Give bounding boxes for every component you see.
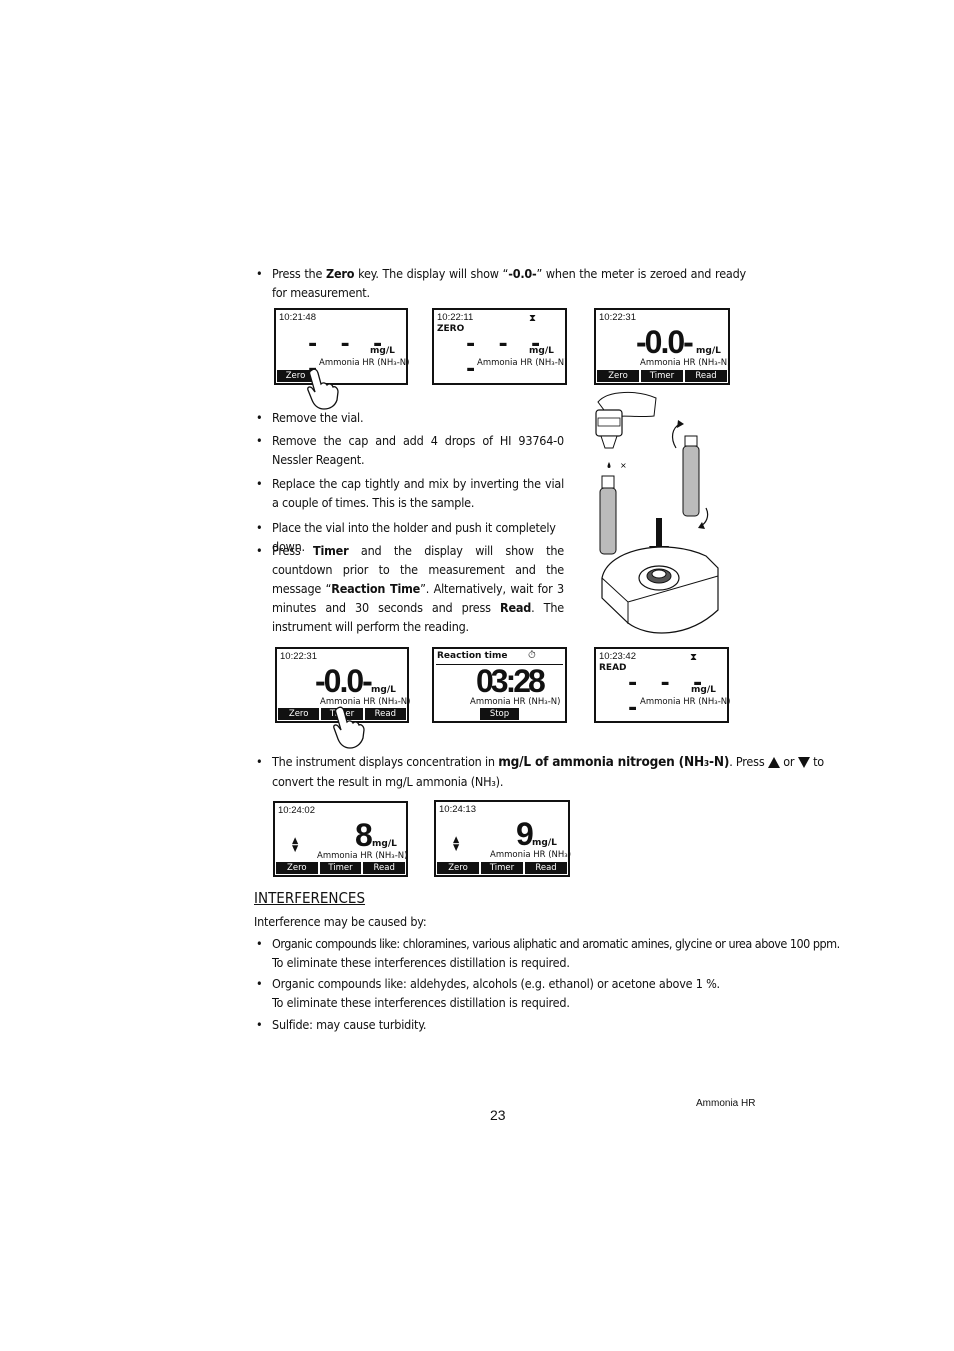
lcd-screen-5: Reaction time ⏱ 03:28 Ammonia HR (NH₃-N)… <box>432 647 567 723</box>
countdown: 03:28 <box>476 663 546 699</box>
lcd-unit: mg/L <box>529 346 554 356</box>
lcd-reading: -0.0- <box>636 324 694 360</box>
read-key[interactable]: Read <box>525 862 567 874</box>
lcd-status: READ <box>599 663 627 673</box>
lcd-reading: 9 <box>516 816 534 852</box>
lcd-time: 10:22:31 <box>599 312 636 323</box>
up-arrow-icon <box>767 757 780 768</box>
up-down-arrows-icon: ▲▼ <box>292 836 299 854</box>
lcd-reading: - - - - <box>626 671 708 721</box>
zero-key[interactable]: Zero <box>597 370 639 382</box>
interference-item: Organic compounds like: aldehydes, alcoh… <box>256 974 746 1012</box>
lcd-screen-1: 10:21:48 - - - - mg/L Ammonia HR (NH₃-N)… <box>274 308 410 385</box>
interference-item: Organic compounds like: chloramines, var… <box>256 934 840 972</box>
zero-key[interactable]: Zero <box>277 370 314 382</box>
page-number: 23 <box>490 1107 506 1123</box>
lcd-screen-6: 10:23:42 ⧗ READ - - - - mg/L Ammonia HR … <box>594 647 731 723</box>
lcd-method: Ammonia HR (NH₃-N) <box>317 851 408 861</box>
lcd-unit: mg/L <box>691 685 716 695</box>
lcd-method: Ammonia HR (NH₃-N) <box>477 358 568 368</box>
lcd-screen-8: 10:24:13 ▲▼ 9 mg/L Ammonia HR (NH₃) Zero… <box>434 800 572 877</box>
interferences-heading: INTERFERENCES <box>254 889 366 907</box>
lcd-time: 10:22:31 <box>280 651 317 662</box>
lcd-method: Ammonia HR (NH₃) <box>490 850 572 860</box>
lcd-unit: mg/L <box>696 346 721 356</box>
lcd-unit: mg/L <box>370 346 395 356</box>
lcd-reading: 8 <box>355 817 373 853</box>
down-arrow-icon <box>797 757 810 768</box>
reaction-time-title: Reaction time <box>437 651 508 661</box>
intro-paragraph: Press the Zero key. The display will sho… <box>256 264 746 302</box>
lcd-screen-7: 10:24:02 ▲▼ 8 mg/L Ammonia HR (NH₃-N) Ze… <box>273 801 408 877</box>
timer-key[interactable]: Timer <box>481 862 523 874</box>
lcd-time: 10:22:11 <box>437 312 474 323</box>
svg-text:×: × <box>620 461 627 470</box>
zero-key[interactable]: Zero <box>278 708 320 720</box>
hourglass-icon: ⧗ <box>529 313 537 324</box>
stopwatch-icon: ⏱ <box>528 650 536 661</box>
read-key[interactable]: Read <box>364 708 406 720</box>
interferences-intro: Interference may be caused by: <box>254 914 427 929</box>
read-key[interactable]: Read <box>685 370 727 382</box>
hourglass-icon: ⧗ <box>690 652 698 663</box>
lcd-method: Ammonia HR (NH₃-N) <box>640 358 731 368</box>
section-label: Ammonia HR <box>696 1098 756 1109</box>
pointing-hand-icon <box>333 706 365 749</box>
lcd-method: Ammonia HR (NH₃-N) <box>319 358 410 368</box>
step-remove-vial: Remove the vial. <box>256 408 564 427</box>
lcd-reading: -0.0- <box>315 663 373 699</box>
interference-item: Sulfide: may cause turbidity. <box>256 1015 746 1034</box>
lcd-reading: - - - - <box>464 332 546 382</box>
lcd-unit: mg/L <box>371 685 396 695</box>
timer-key[interactable]: Timer <box>319 862 362 874</box>
lcd-unit: mg/L <box>532 838 557 848</box>
lcd-screen-3: 10:22:31 -0.0- mg/L Ammonia HR (NH₃-N) Z… <box>594 308 730 385</box>
read-key[interactable]: Read <box>363 862 406 874</box>
result-paragraph: The instrument displays concentration in… <box>256 752 824 791</box>
vial-procedure-illustration: × <box>595 391 719 634</box>
lcd-method: Ammonia HR (NH₃-N) <box>640 697 731 707</box>
lcd-method: Ammonia HR (NH₃-N) <box>470 697 561 707</box>
lcd-unit: mg/L <box>372 839 397 849</box>
lcd-time: 10:24:13 <box>439 804 476 815</box>
up-down-arrows-icon: ▲▼ <box>453 835 460 853</box>
lcd-time: 10:24:02 <box>278 805 315 816</box>
lcd-time: 10:21:48 <box>279 312 316 323</box>
step-mix: Replace the cap tightly and mix by inver… <box>256 474 564 512</box>
stop-key[interactable]: Stop <box>480 708 519 720</box>
lcd-method: Ammonia HR (NH₃-N) <box>320 697 411 707</box>
lcd-time: 10:23:42 <box>599 651 636 662</box>
step-add-reagent: Remove the cap and add 4 drops of HI 937… <box>256 431 564 469</box>
lcd-screen-2: 10:22:11 ⧗ ZERO - - - - mg/L Ammonia HR … <box>432 308 567 385</box>
zero-key[interactable]: Zero <box>276 862 318 874</box>
result-line2: convert the result in mg/L ammonia (NH₃)… <box>272 774 504 789</box>
timer-key[interactable]: Timer <box>641 370 683 382</box>
lcd-status: ZERO <box>437 324 465 334</box>
zero-key[interactable]: Zero <box>437 862 479 874</box>
pointing-hand-icon <box>307 368 339 410</box>
step-timer: Press Timer and the display will show th… <box>256 541 564 636</box>
